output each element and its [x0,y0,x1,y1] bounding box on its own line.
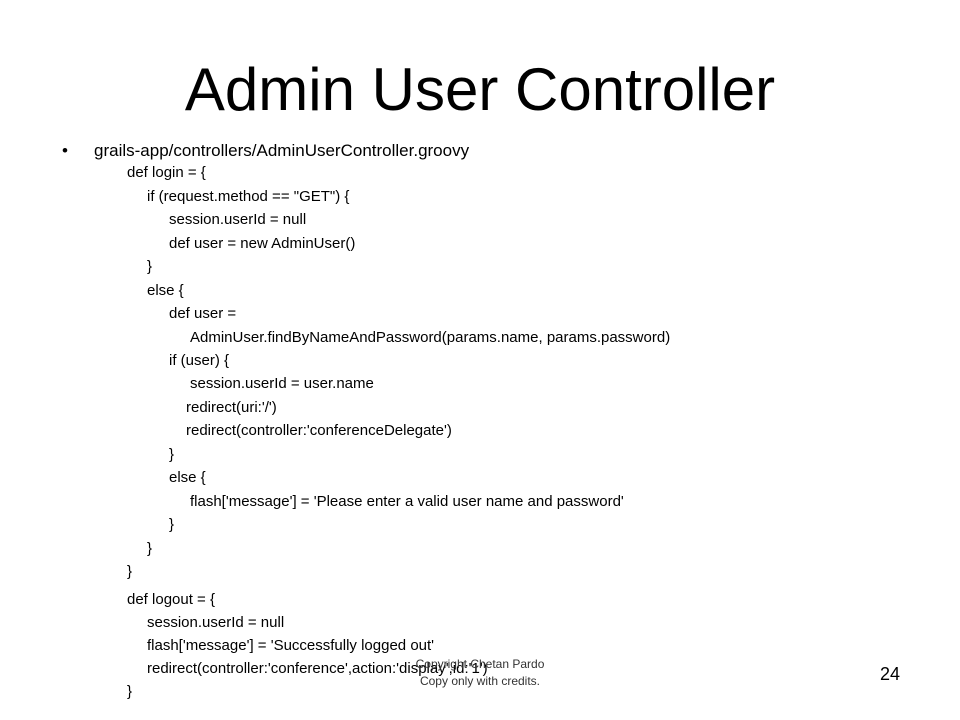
code-line: session.userId = null [169,211,307,228]
code-line: redirect(controller:'conference',action:… [147,660,488,677]
code-line: } [147,258,153,275]
code-line: redirect(uri:'/') [186,399,277,416]
code-line: } [169,446,175,463]
code-line: else { [147,282,184,299]
slide-title: Admin User Controller [184,56,776,123]
code-line: } [127,563,133,580]
copyright-line: Copyright Chetan Pardo [415,657,545,671]
page-number: 24 [880,664,901,684]
code-line: def login = { [127,164,206,181]
code-line: else { [169,469,206,486]
code-line: flash['message'] = 'Successfully logged … [147,637,435,654]
code-line: session.userId = user.name [190,375,374,392]
code-line: session.userId = null [147,614,285,631]
code-line: def user = [169,305,237,322]
bullet-icon: • [62,141,68,160]
code-line: def user = new AdminUser() [169,235,356,252]
code-line: } [127,683,133,700]
code-line: } [147,540,153,557]
copy-credit-line: Copy only with credits. [419,674,541,688]
code-line: def logout = { [127,591,215,608]
code-line: if (request.method == "GET") { [147,188,350,205]
code-line: AdminUser.findByNameAndPassword(params.n… [190,329,671,346]
bullet-file-path: grails-app/controllers/AdminUserControll… [94,141,470,160]
code-line: if (user) { [169,352,230,369]
code-line: redirect(controller:'conferenceDelegate'… [186,422,452,439]
copyright-footer: Copyright Chetan Pardo Copy only with cr… [380,656,580,690]
code-line: } [169,516,175,533]
code-line: flash['message'] = 'Please enter a valid… [190,493,624,510]
